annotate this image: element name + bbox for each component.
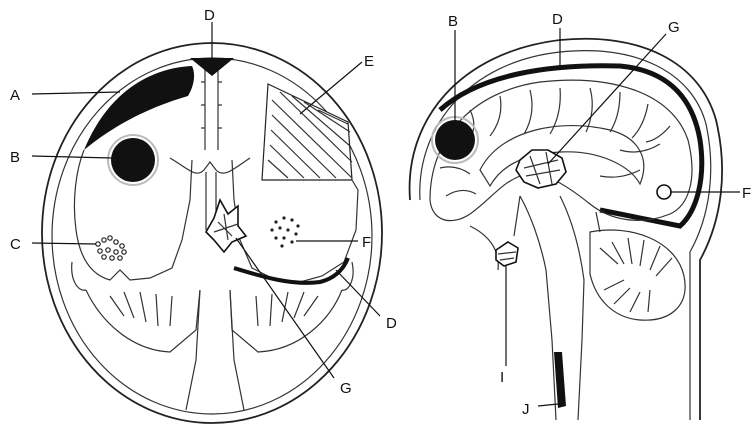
- sagittal-section: B D G F I J: [410, 11, 752, 420]
- label-f-right: F: [742, 185, 751, 202]
- label-i: I: [500, 369, 504, 386]
- label-b-right: B: [448, 13, 458, 30]
- leader-b: [32, 156, 112, 158]
- coronal-lesion-c: [96, 236, 126, 260]
- leader-a: [32, 92, 120, 94]
- coronal-cerebellum-folia: [110, 292, 318, 326]
- leader-g-left: [236, 238, 334, 378]
- label-c: C: [10, 236, 21, 253]
- label-f: F: [362, 234, 371, 251]
- label-b: B: [10, 149, 20, 166]
- coronal-lesion-f: [270, 216, 299, 247]
- coronal-section: A B C D E F D G: [10, 7, 397, 423]
- sagittal-brainstem: [520, 196, 584, 420]
- coronal-ventricles: [170, 158, 250, 173]
- sagittal-lesion-j: [554, 352, 566, 408]
- label-a: A: [10, 87, 20, 104]
- label-g-left: G: [340, 380, 352, 397]
- label-e: E: [364, 53, 374, 70]
- sagittal-cerebellum: [590, 230, 685, 320]
- label-g-right: G: [668, 19, 680, 36]
- coronal-lesion-e: [262, 84, 352, 180]
- coronal-cerebellum: [86, 290, 342, 352]
- sagittal-lesion-f: [657, 185, 671, 199]
- label-d-top: D: [204, 7, 215, 24]
- label-d-right: D: [552, 11, 563, 28]
- coronal-falx: [205, 66, 218, 150]
- coronal-lesion-b: [111, 138, 155, 182]
- label-d-bottom: D: [386, 315, 397, 332]
- coronal-falx-nodules: [201, 82, 222, 128]
- leader-e: [300, 62, 362, 114]
- coronal-brainstem: [186, 290, 244, 410]
- leader-g-right: [548, 34, 666, 164]
- coronal-sagittal-sinus: [190, 58, 234, 76]
- label-j: J: [522, 401, 530, 418]
- sagittal-skull-inner: [420, 51, 711, 420]
- sagittal-lesion-b: [435, 120, 475, 160]
- sagittal-cerebellum-folia: [600, 238, 672, 312]
- sagittal-lesion-d: [440, 66, 702, 226]
